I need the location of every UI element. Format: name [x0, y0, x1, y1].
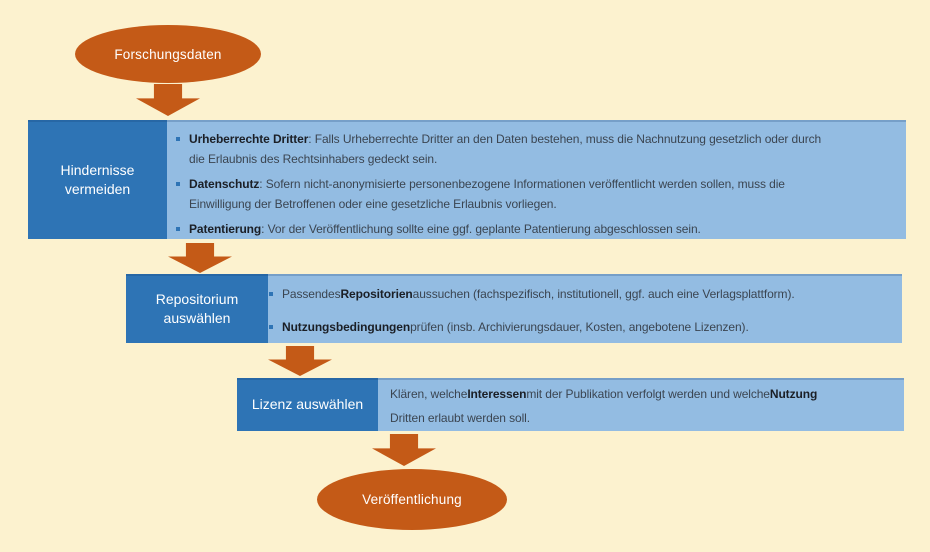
bullet-item: Nutzungsbedingungen prüfen (insb. Archiv…: [269, 317, 896, 337]
bold-text: Nutzung: [769, 387, 818, 401]
down-arrow-icon: [372, 434, 436, 466]
step-box-repositorium-auswaehlen: Repositorium auswählen Passendes Reposit…: [126, 274, 902, 343]
step-header: Lizenz auswählen: [237, 378, 378, 431]
regular-text: Einwilligung der Betroffenen oder eine g…: [189, 197, 557, 211]
text-line: Dritten erlaubt werden soll.: [390, 406, 898, 430]
text-line: Patentierung: Vor der Veröffentlichung s…: [176, 219, 900, 239]
bullet-item: Datenschutz: Sofern nicht-anonymisierte …: [176, 174, 900, 214]
step-box-hindernisse-vermeiden: Hindernisse vermeiden Urheberrechte Drit…: [28, 120, 906, 239]
regular-text: Klären, welche: [390, 387, 468, 401]
bullet-item: Patentierung: Vor der Veröffentlichung s…: [176, 219, 900, 239]
bullet-square-icon: [269, 325, 273, 329]
step-header: Hindernisse vermeiden: [28, 120, 167, 239]
end-node-label: Veröffentlichung: [362, 492, 462, 507]
bold-text: Interessen: [467, 387, 527, 401]
text-line: Urheberrechte Dritter: Falls Urheberrech…: [176, 129, 900, 149]
bold-text: Urheberrechte Dritter: [189, 132, 309, 146]
down-arrow-icon: [168, 243, 232, 273]
text-line: Passendes Repositorien aussuchen (fachsp…: [269, 284, 896, 304]
step-header: Repositorium auswählen: [126, 274, 268, 343]
regular-text: Dritten erlaubt werden soll.: [390, 411, 530, 425]
step-body: Urheberrechte Dritter: Falls Urheberrech…: [167, 120, 906, 239]
bold-text: Nutzungsbedingungen: [282, 320, 411, 334]
text-line: die Erlaubnis des Rechtsinhabers gedeckt…: [176, 149, 900, 169]
regular-text: prüfen (insb. Archivierungsdauer, Kosten…: [410, 320, 749, 334]
text-line: Einwilligung der Betroffenen oder eine g…: [176, 194, 900, 214]
step-box-lizenz-auswaehlen: Lizenz auswählen Klären, welche Interess…: [237, 378, 904, 431]
regular-text: die Erlaubnis des Rechtsinhabers gedeckt…: [189, 152, 438, 166]
regular-text: : Falls Urheberrechte Dritter an den Dat…: [308, 132, 822, 146]
bullet-item: Klären, welche Interessen mit der Publik…: [390, 382, 898, 430]
regular-text: Passendes: [282, 287, 341, 301]
regular-text: : Vor der Veröffentlichung sollte eine g…: [261, 222, 701, 236]
regular-text: : Sofern nicht-anonymisierte personenbez…: [259, 177, 785, 191]
bold-text: Datenschutz: [189, 177, 260, 191]
step-body: Passendes Repositorien aussuchen (fachsp…: [268, 274, 902, 343]
start-node-label: Forschungsdaten: [114, 46, 222, 62]
text-line: Klären, welche Interessen mit der Publik…: [390, 382, 898, 406]
regular-text: mit der Publikation verfolgt werden und …: [526, 387, 770, 401]
bullet-square-icon: [176, 182, 180, 186]
down-arrow-icon: [268, 346, 332, 376]
bullet-square-icon: [176, 137, 180, 141]
step-body: Klären, welche Interessen mit der Publik…: [378, 378, 904, 431]
bullet-item: Passendes Repositorien aussuchen (fachsp…: [269, 284, 896, 304]
down-arrow-icon: [136, 84, 200, 116]
bullet-square-icon: [269, 292, 273, 296]
text-line: Datenschutz: Sofern nicht-anonymisierte …: [176, 174, 900, 194]
end-node: Veröffentlichung: [317, 469, 507, 530]
bold-text: Repositorien: [340, 287, 413, 301]
text-line: Nutzungsbedingungen prüfen (insb. Archiv…: [269, 317, 896, 337]
bullet-item: Urheberrechte Dritter: Falls Urheberrech…: [176, 129, 900, 169]
bold-text: Patentierung: [189, 222, 262, 236]
start-node: Forschungsdaten: [75, 25, 261, 83]
regular-text: aussuchen (fachspezifisch, institutionel…: [412, 287, 795, 301]
bullet-square-icon: [176, 227, 180, 231]
